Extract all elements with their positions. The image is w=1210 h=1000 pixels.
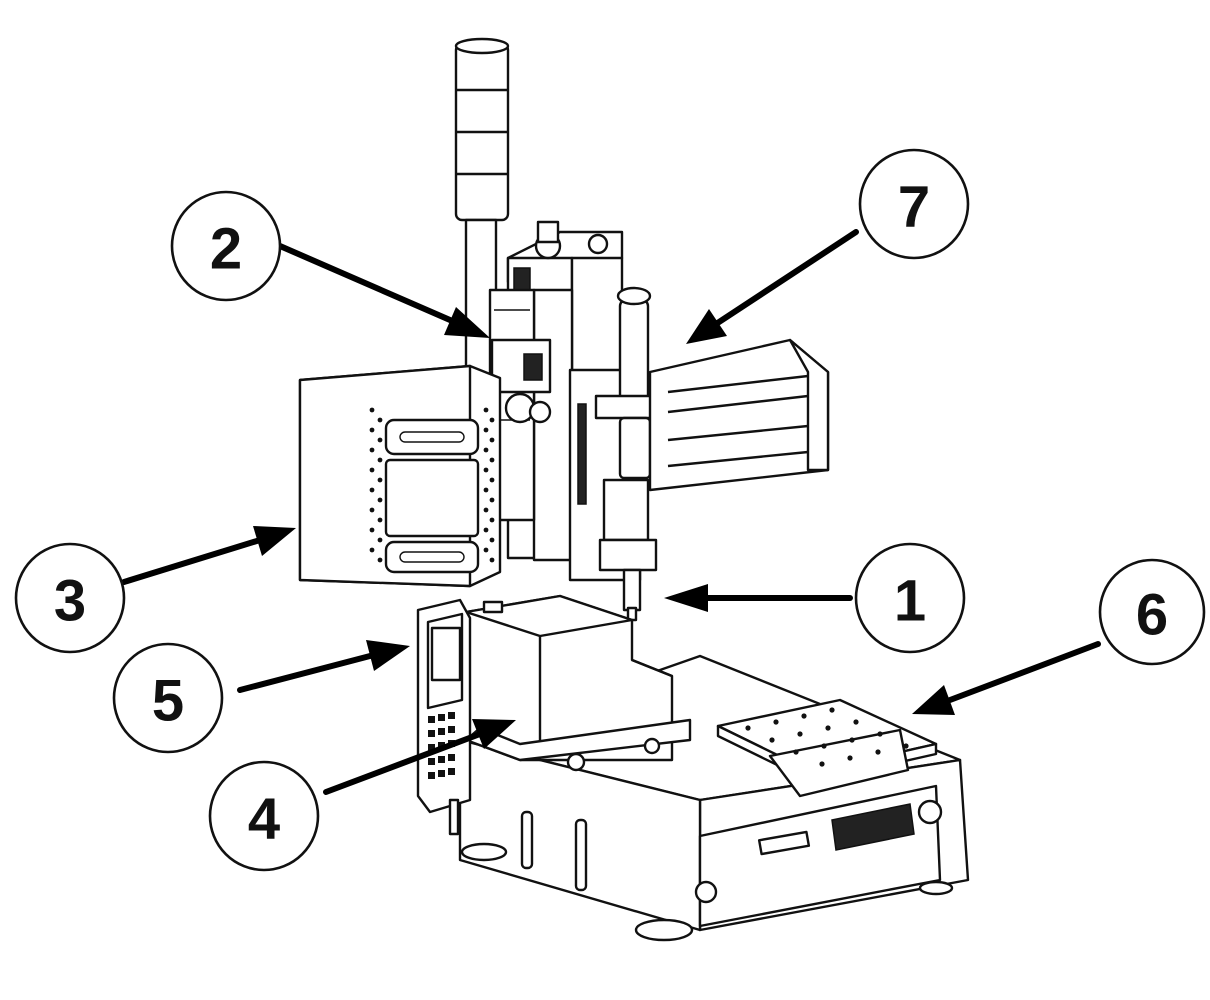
callout-2-label: 2 <box>210 217 242 282</box>
callout-1-label: 1 <box>894 569 926 634</box>
callout-6-label: 6 <box>1136 583 1168 648</box>
pressure-regulator <box>490 338 552 424</box>
callout-6: 6 <box>1098 558 1206 666</box>
callout-7: 7 <box>858 148 970 260</box>
work-plate-holes <box>745 707 909 767</box>
dispense-head <box>568 286 668 622</box>
teach-pendant <box>416 598 472 836</box>
x-axis-gantry <box>648 338 830 492</box>
y-axis-cover <box>464 594 692 772</box>
callout-4: 4 <box>208 760 320 872</box>
callout-4-label: 4 <box>248 787 280 852</box>
controller-enclosure <box>298 364 502 588</box>
callout-2: 2 <box>170 190 282 302</box>
work-plate <box>716 698 938 798</box>
callout-3-label: 3 <box>54 569 86 634</box>
controller-vent-holes <box>369 407 495 563</box>
callout-1: 1 <box>854 542 966 654</box>
callout-5: 5 <box>112 642 224 754</box>
callout-arrows <box>121 229 1101 795</box>
callout-5-label: 5 <box>152 669 184 734</box>
callout-3: 3 <box>14 542 126 654</box>
callout-7-label: 7 <box>898 175 930 240</box>
